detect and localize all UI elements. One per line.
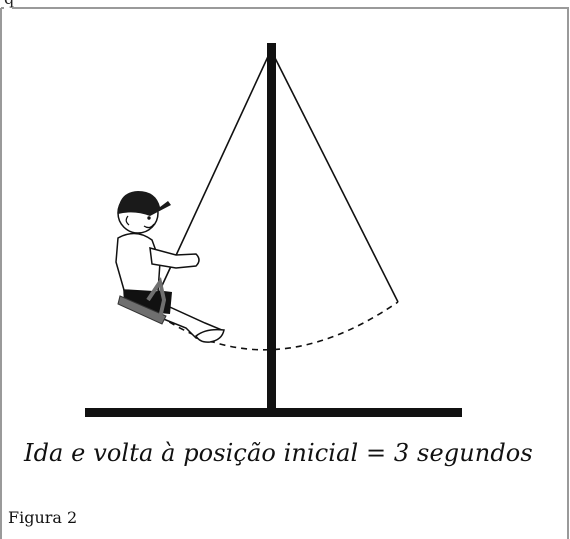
seat-strap <box>146 276 167 319</box>
child-ear <box>125 215 130 226</box>
child-eye <box>147 216 151 220</box>
child-arm <box>149 246 200 269</box>
figure-label: Figura 2 <box>8 508 78 527</box>
swing-arc-dashed <box>159 301 399 351</box>
child-figure <box>115 191 225 343</box>
vertical-pole <box>267 43 276 413</box>
left-rope <box>159 49 272 291</box>
period-equation-text: Ida e volta à posição inicial = 3 segund… <box>24 439 533 467</box>
swing-seat <box>117 295 167 325</box>
child-torso <box>115 232 161 293</box>
figure-border <box>0 7 569 539</box>
child-cap <box>118 191 171 216</box>
child-shoe <box>195 328 225 343</box>
top-cropped-text: q <box>4 0 14 8</box>
child-smile <box>143 223 155 229</box>
right-rope <box>270 49 399 303</box>
